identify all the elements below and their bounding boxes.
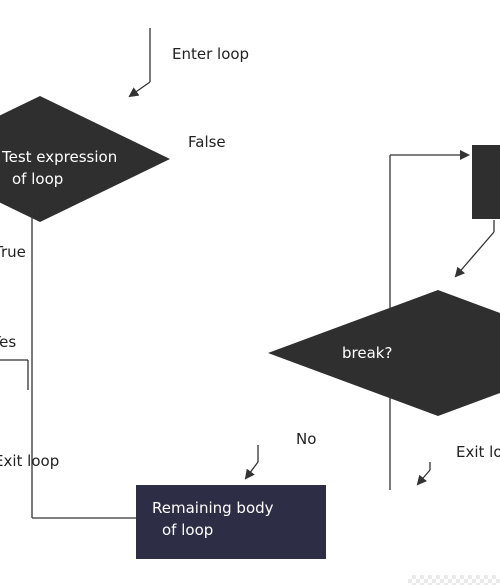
break-condition-label: break? — [342, 344, 392, 362]
true-label: True — [0, 243, 26, 261]
body-of-loop-box-partial — [472, 145, 500, 219]
exit-arrow — [416, 469, 431, 486]
entry-arrow — [128, 81, 151, 98]
no-label: No — [296, 430, 316, 448]
remaining-body-label-line1: Remaining body — [152, 499, 274, 517]
body-to-break-arrow — [454, 231, 495, 278]
exit-loop-label-right: Exit loop — [456, 443, 500, 461]
enter-loop-label: Enter loop — [172, 45, 249, 63]
test-expression-label-line2: of loop — [12, 170, 63, 188]
test-expression-diamond — [0, 96, 170, 222]
break-diamond — [268, 290, 500, 416]
no-path-arrow — [244, 461, 259, 480]
test-expression-label-line1: Test expression — [1, 148, 117, 166]
exit-loop-label-left: Exit loop — [0, 452, 59, 470]
false-label: False — [188, 133, 226, 151]
watermark-checker-strip — [408, 575, 500, 585]
yes-label: Yes — [0, 333, 16, 351]
remaining-body-label-line2: of loop — [162, 521, 213, 539]
remaining-body-box — [136, 485, 326, 559]
